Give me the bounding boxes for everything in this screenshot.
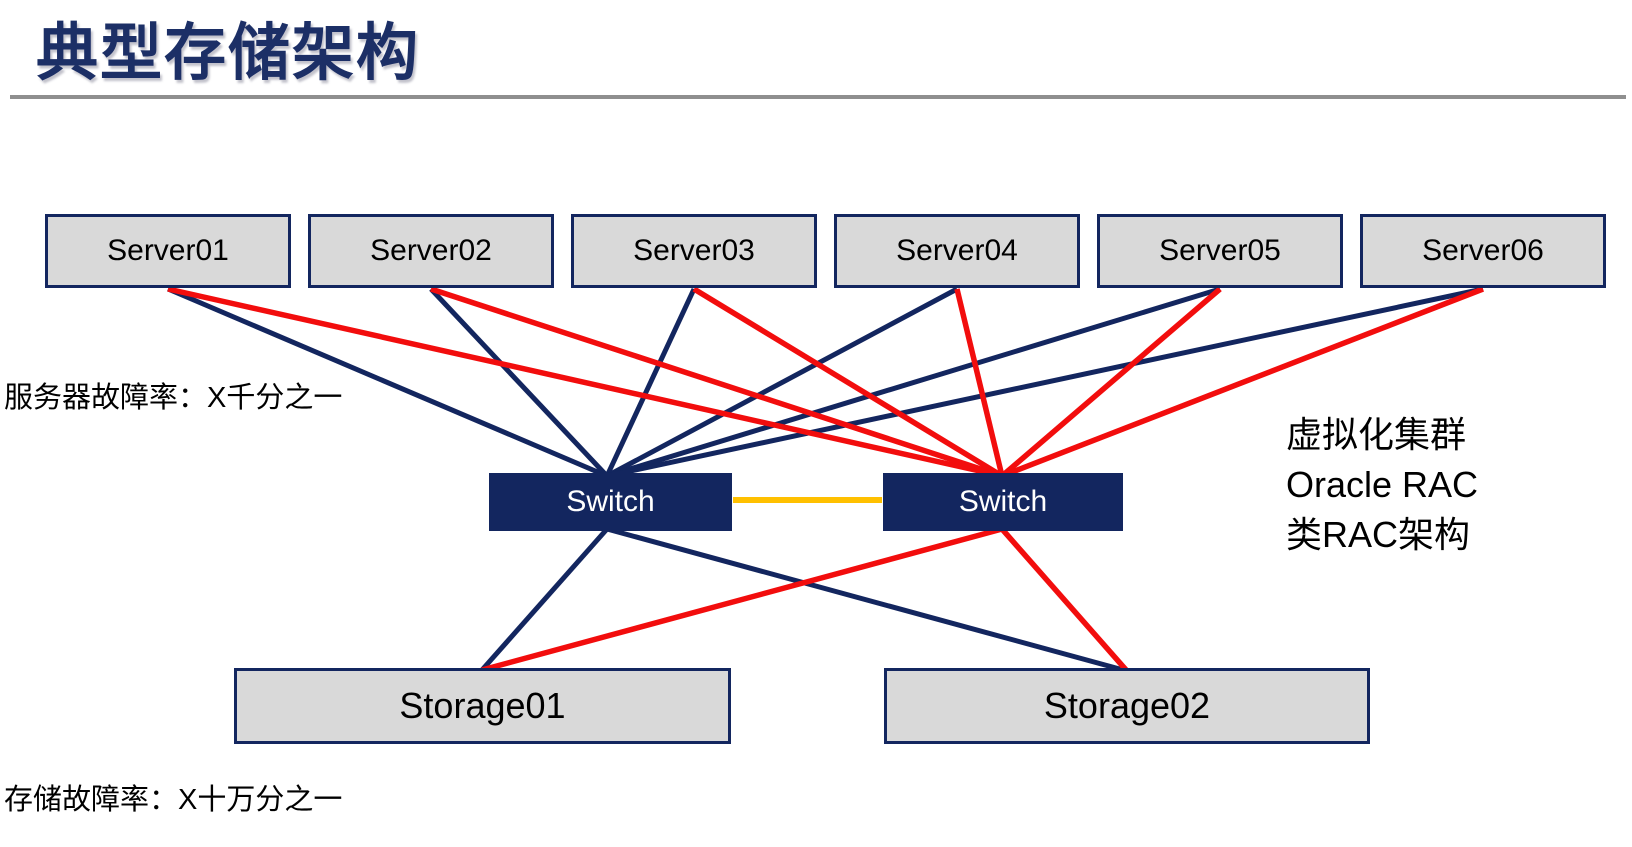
server01-label: Server01 [107,234,229,267]
server03-label: Server03 [633,234,755,267]
server03-node: Server03 [571,214,817,288]
link-server06-switch-a-top [606,286,1484,479]
link-server05-switch-b-top [1000,286,1222,479]
server04-label: Server04 [896,234,1018,267]
link-server01-switch-a-top [167,286,608,479]
switch-b-node: Switch [883,473,1123,531]
storage01-label: Storage01 [399,685,566,726]
storage02-label: Storage02 [1043,685,1211,726]
switch-b-label: Switch [958,485,1048,518]
server-failure-rate-note: 服务器故障率：X千分之一 [4,382,343,414]
title-divider-line [10,95,1626,99]
switch-a-node: Switch [489,473,732,531]
link-server02-switch-a-top [429,287,609,478]
cluster-annotation-line1: 虚拟化集群 [1286,414,1467,455]
cluster-annotation-line3: 类RAC架构 [1286,514,1471,555]
storage-failure-rate-note: 存储故障率：X十万分之一 [4,784,343,816]
link-server03-switch-b-top [692,286,1004,479]
link-switch-b-bottom-storage02-top [999,527,1130,673]
server04-node: Server04 [834,214,1080,288]
link-server04-switch-a-top [605,286,959,479]
link-server03-switch-a-top [604,287,697,478]
link-switch-a-bottom-storage02-top [606,526,1128,674]
link-server04-switch-b-top [954,288,1005,477]
link-switch-a-bottom-storage01-top [480,527,609,672]
server02-node: Server02 [308,214,554,288]
server05-label: Server05 [1159,234,1281,267]
server05-node: Server05 [1097,214,1343,288]
server06-node: Server06 [1360,214,1606,288]
cluster-annotation-line2: Oracle RAC [1286,464,1479,505]
server06-label: Server06 [1422,234,1544,267]
link-server05-switch-a-top [606,286,1221,479]
server02-label: Server02 [370,234,492,267]
page-title: 典型存储架构 [36,19,421,88]
link-switch-b-bottom-storage01-top [481,526,1003,673]
server01-node: Server01 [45,214,291,288]
storage01-node: Storage01 [234,668,731,744]
storage02-node: Storage02 [884,668,1370,744]
link-server01-switch-b-top [167,286,1003,479]
cluster-annotation: 虚拟化集群 Oracle RAC 类RAC架构 [1286,410,1478,560]
link-server06-switch-b-top [1001,286,1484,479]
switch-a-label: Switch [566,485,655,518]
link-server02-switch-b-top [430,286,1003,479]
